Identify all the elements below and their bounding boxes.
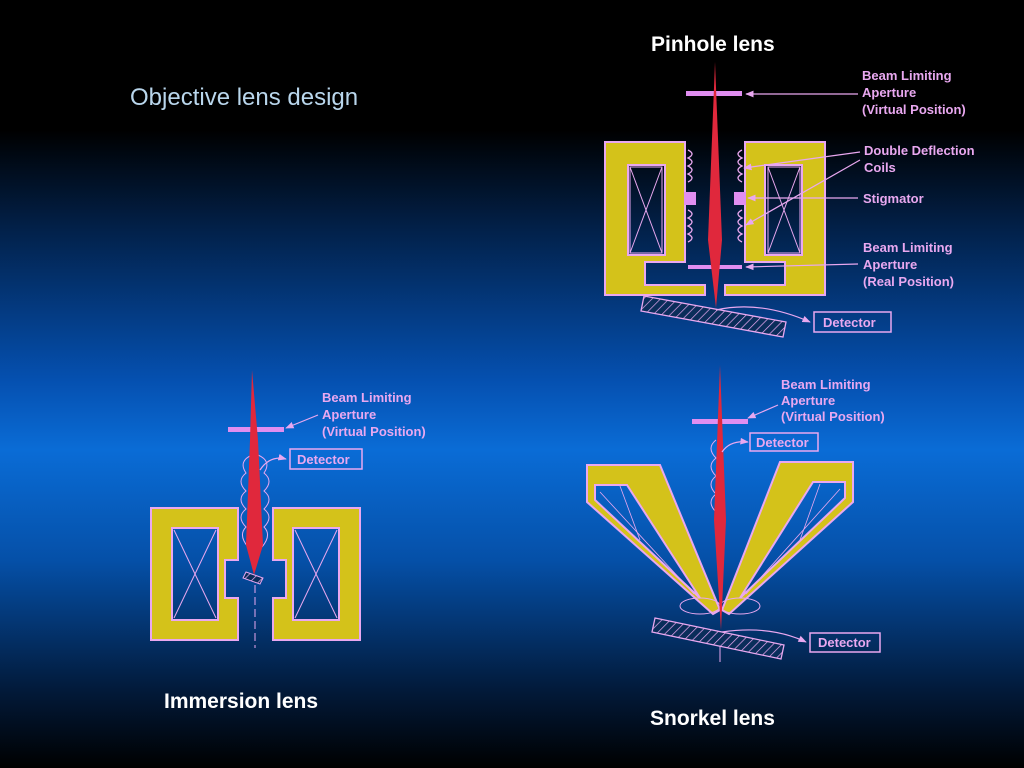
pinhole-detector-box: [813, 311, 892, 333]
snorkel-coil-windings: [599, 483, 841, 595]
pinhole-lens-title: Pinhole lens: [651, 33, 775, 56]
immersion-coil-windings: [173, 529, 338, 619]
immersion-lens-diagram: Detector Beam Limiting Aperture (Virtual…: [150, 370, 426, 648]
pinhole-coil-windings: [629, 166, 801, 254]
immersion-leader-lines: [259, 414, 319, 471]
immersion-detector-box: [289, 448, 363, 470]
snorkel-electron-beam: [714, 365, 726, 630]
pinhole-leader-lines: [715, 90, 861, 323]
snorkel-detector-bottom-box: [809, 632, 881, 653]
immersion-field-lines: [240, 454, 270, 548]
pinhole-right-pole-piece: [724, 141, 826, 296]
pinhole-specimen: [640, 295, 787, 338]
pinhole-left-pole-piece: [604, 141, 706, 296]
pinhole-electron-beam: [708, 62, 722, 308]
snorkel-left-pole-piece: [586, 464, 722, 616]
immersion-lens-title: Immersion lens: [164, 690, 319, 713]
pinhole-detector-label: Detector: [823, 315, 876, 330]
slide-title: Objective lens design: [130, 84, 359, 111]
immersion-left-pole-piece: [150, 507, 239, 641]
snorkel-aperture-label: Beam Limiting Aperture (Virtual Position…: [781, 377, 885, 424]
pinhole-deflection-coils: [686, 149, 744, 243]
pinhole-lens-diagram: Detector Beam Limiting Aperture (Virtual…: [604, 62, 978, 338]
immersion-electron-beam: [246, 370, 263, 575]
pinhole-stigmator-label: Stigmator: [863, 191, 924, 206]
pinhole-deflection-coils-label: Double Deflection Coils: [864, 143, 978, 175]
snorkel-detector-bottom-label: Detector: [818, 635, 871, 650]
snorkel-right-pole-piece: [720, 461, 854, 616]
pinhole-stigmator-left: [684, 192, 696, 205]
immersion-aperture-label: Beam Limiting Aperture (Virtual Position…: [322, 390, 426, 439]
snorkel-leader-lines: [721, 404, 807, 643]
immersion-right-pole-piece: [272, 507, 361, 641]
immersion-detector-label: Detector: [297, 452, 350, 467]
pinhole-aperture-virtual-label: Beam Limiting Aperture (Virtual Position…: [862, 68, 966, 117]
pinhole-stigmator-right: [734, 192, 746, 205]
snorkel-detector-top-label: Detector: [756, 435, 809, 450]
snorkel-specimen: [651, 617, 785, 660]
snorkel-lens-title: Snorkel lens: [650, 707, 775, 730]
immersion-specimen: [242, 571, 264, 585]
snorkel-detector-top-box: [749, 432, 819, 452]
snorkel-lens-diagram: Detector Detector Beam Limiting Aperture…: [586, 365, 885, 662]
pinhole-aperture-real-label: Beam Limiting Aperture (Real Position): [863, 240, 956, 289]
